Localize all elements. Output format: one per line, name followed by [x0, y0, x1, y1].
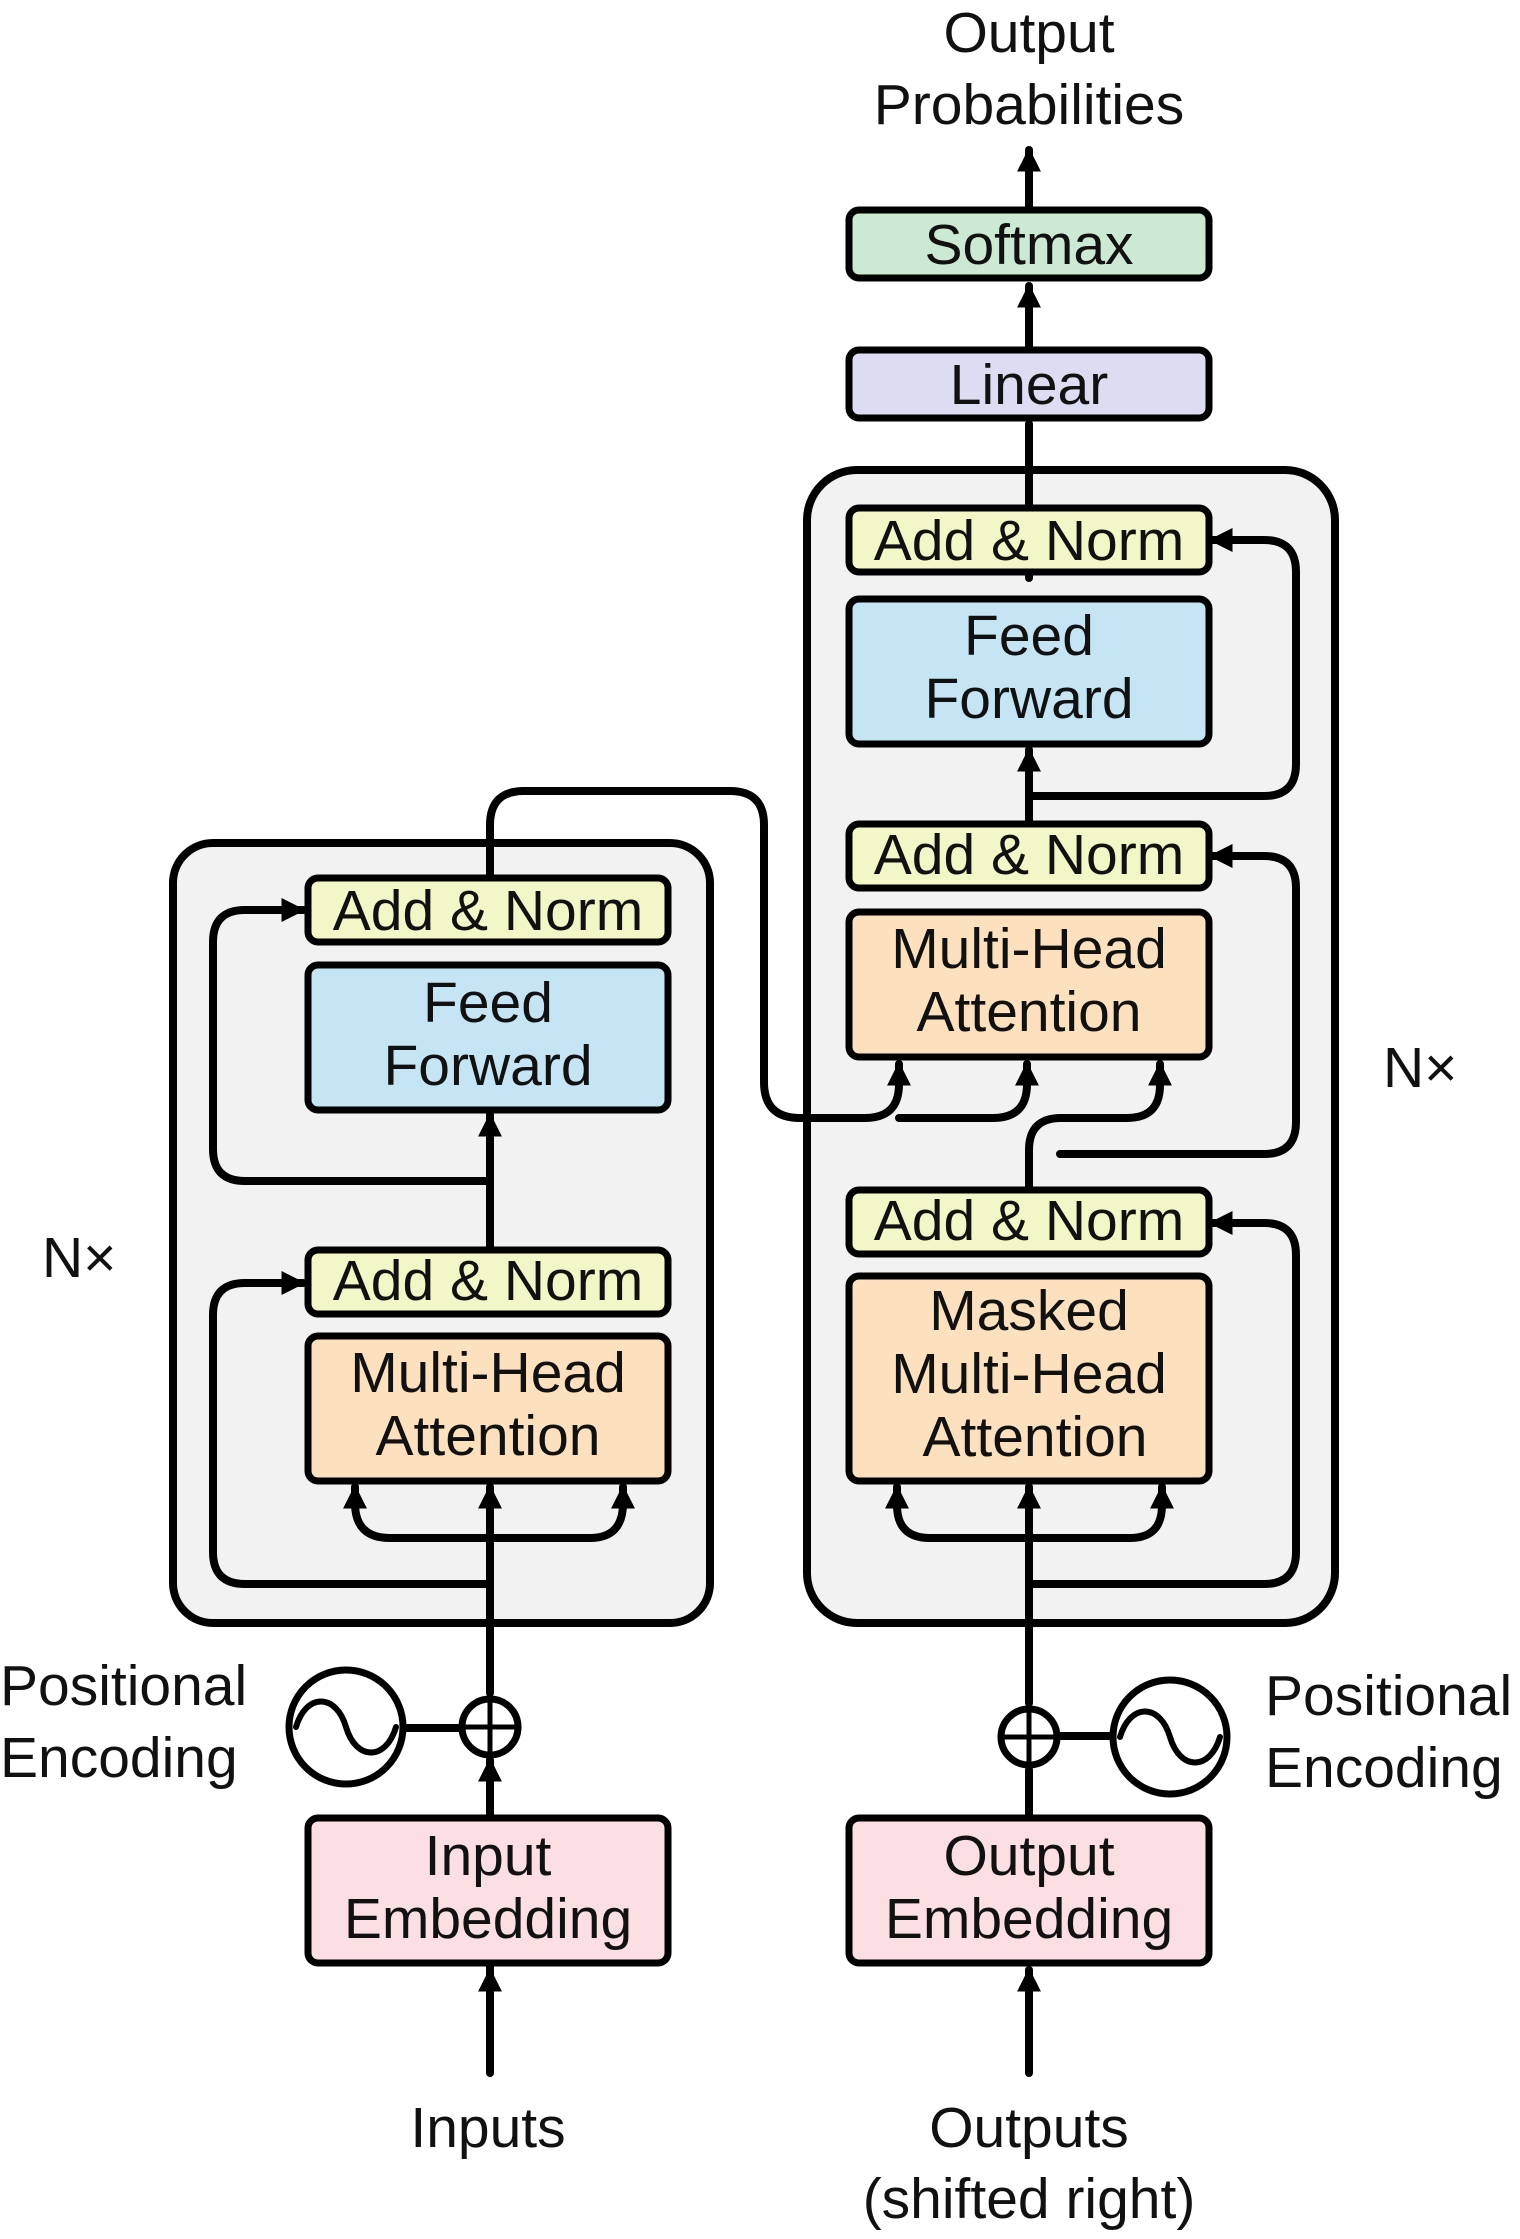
softmax-label: Softmax — [924, 213, 1133, 277]
output-embedding-line-2: Embedding — [885, 1887, 1173, 1951]
encoder-add-norm-top: Add & Norm — [304, 874, 672, 946]
output-probabilities-line-1: Output — [943, 1, 1114, 65]
decoder-softmax: Softmax — [845, 206, 1213, 282]
decoder-masked-attention: Masked Multi-Head Attention — [845, 1272, 1213, 1485]
decoder-add-norm-top-label: Add & Norm — [874, 509, 1184, 573]
encoder-positional-encoding-line-1: Positional — [0, 1654, 247, 1718]
output-embedding-box — [845, 1814, 1213, 1967]
encoder-attention-line-1: Multi-Head — [350, 1341, 626, 1405]
masked-attention-line-1: Masked — [929, 1279, 1129, 1343]
encoder-positional-encoding-icon — [285, 1666, 407, 1788]
masked-attention-line-3: Attention — [923, 1405, 1148, 1469]
decoder-feed-forward-line-1: Feed — [964, 604, 1094, 668]
encoder-feed-forward-line-2: Forward — [383, 1034, 592, 1098]
decoder-cross-attention-line-1: Multi-Head — [891, 917, 1167, 981]
decoder-add-norm-middle-label: Add & Norm — [874, 823, 1184, 887]
decoder-add-norm-top-box — [845, 504, 1213, 576]
decoder-cross-attention-line-2: Attention — [917, 980, 1142, 1044]
decoder-positional-encoding-line-2: Encoding — [1265, 1736, 1503, 1800]
input-embedding-box — [304, 1814, 672, 1967]
decoder-positional-encoding-line-1: Positional — [1265, 1664, 1512, 1728]
decoder-cross-attention-box — [845, 908, 1213, 1061]
encoder-add-norm-bottom-box — [304, 1246, 672, 1318]
encoder-feed-forward-box — [304, 961, 672, 1114]
encoder-multi-head-attention: Multi-Head Attention — [304, 1332, 672, 1485]
encoder-feed-forward: Feed Forward — [304, 961, 672, 1114]
decoder-feed-forward: Feed Forward — [845, 595, 1213, 748]
decoder-feed-forward-line-2: Forward — [924, 667, 1133, 731]
encoder-wires — [209, 787, 1039, 1972]
decoder-output-embedding: Output Embedding — [845, 1814, 1213, 1967]
inputs-label: Inputs — [410, 2096, 565, 2160]
decoder-feed-forward-box — [845, 595, 1213, 748]
output-embedding-line-1: Output — [943, 1824, 1114, 1888]
linear-label: Linear — [950, 353, 1108, 417]
encoder-attention-line-2: Attention — [376, 1404, 601, 1468]
decoder-add-norm-middle: Add & Norm — [845, 820, 1213, 892]
decoder-add-norm-top: Add & Norm — [845, 504, 1213, 576]
encoder-positional-add — [458, 1695, 522, 1759]
encoder-feed-forward-line-1: Feed — [423, 971, 553, 1035]
decoder-add-norm-middle-box — [845, 820, 1213, 892]
decoder-linear: Linear — [845, 346, 1213, 422]
linear-box — [845, 346, 1213, 422]
decoder-positional-encoding-icon — [1109, 1676, 1231, 1798]
softmax-box — [845, 206, 1213, 282]
encoder-attention-box — [304, 1332, 672, 1485]
decoder-repeat-label: N× — [1383, 1036, 1457, 1100]
decoder-wires — [885, 146, 1300, 2077]
decoder-positional-add — [997, 1705, 1061, 1769]
encoder-positional-encoding-line-2: Encoding — [0, 1726, 238, 1790]
decoder-add-norm-bottom: Add & Norm — [845, 1186, 1213, 1258]
outputs-label-line-1: Outputs — [929, 2096, 1129, 2160]
decoder-add-norm-bottom-box — [845, 1186, 1213, 1258]
encoder-stack-frame — [169, 839, 714, 1627]
output-probabilities-line-2: Probabilities — [874, 73, 1185, 137]
input-embedding-line-1: Input — [425, 1824, 552, 1888]
encoder-repeat-label: N× — [42, 1226, 116, 1290]
encoder-input-embedding: Input Embedding — [304, 1814, 672, 1967]
outputs-label-line-2: (shifted right) — [863, 2167, 1196, 2231]
input-embedding-line-2: Embedding — [344, 1887, 632, 1951]
encoder-add-norm-bottom-label: Add & Norm — [333, 1249, 643, 1313]
encoder-add-norm-top-label: Add & Norm — [333, 879, 643, 943]
encoder-add-norm-bottom: Add & Norm — [304, 1246, 672, 1318]
masked-attention-box — [845, 1272, 1213, 1485]
decoder-cross-attention: Multi-Head Attention — [845, 908, 1213, 1061]
decoder-add-norm-bottom-label: Add & Norm — [874, 1189, 1184, 1253]
masked-attention-line-2: Multi-Head — [891, 1342, 1167, 1406]
encoder-add-norm-top-box — [304, 874, 672, 946]
